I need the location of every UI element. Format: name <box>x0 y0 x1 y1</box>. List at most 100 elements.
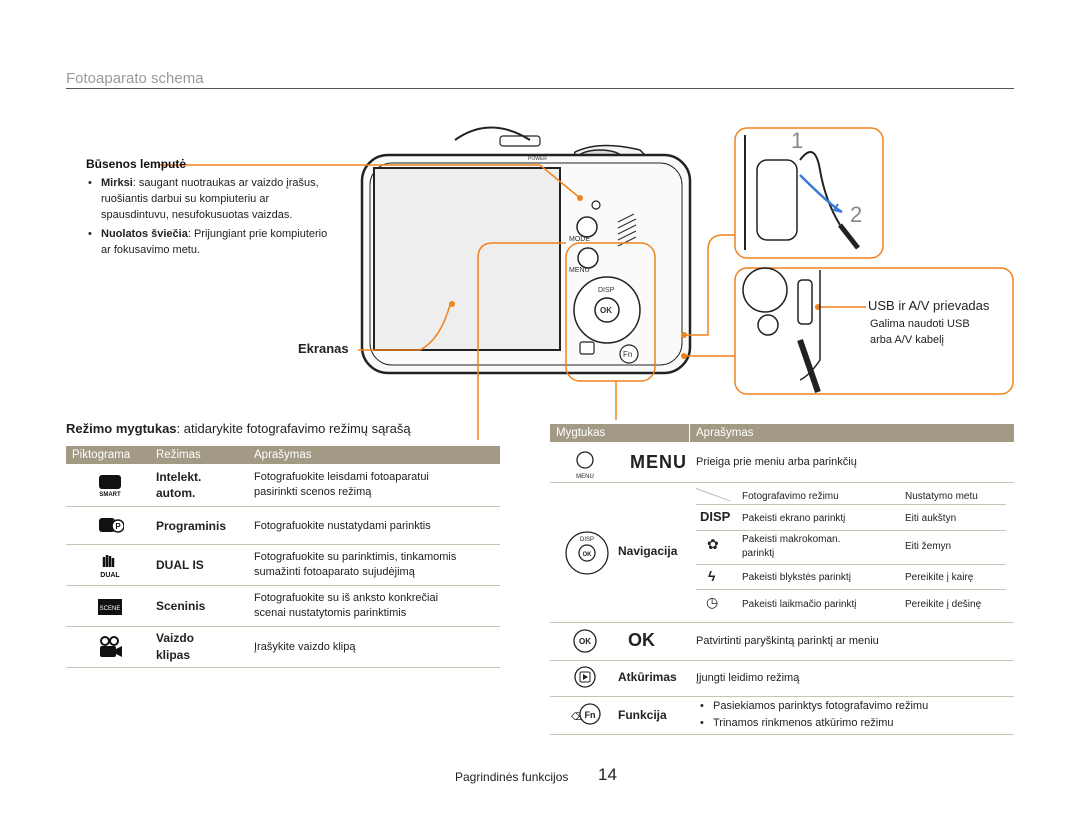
playback-row: Atkūrimas Įjungti leidimo režimą <box>550 660 1014 697</box>
nav-shooting: Pakeisti laikmačio parinktį <box>742 599 857 610</box>
mode-button-caption: Režimo mygtukas: atidarykite fotografavi… <box>66 421 411 436</box>
nav-dial-icon: DISP OK <box>564 530 610 576</box>
nav-settings: Eiti žemyn <box>905 541 952 552</box>
playback-button-shape <box>579 341 595 355</box>
usb-text-2: arba A/V kabelį <box>870 334 944 346</box>
sub-header-shooting: Fotografavimo režimu <box>742 491 839 502</box>
list-item: Pasiekiamos parinktys fotografavimo reži… <box>700 699 1010 714</box>
ok-text: OK <box>600 306 612 315</box>
menu-text: MENU <box>569 267 590 274</box>
ok-label: OK <box>628 630 655 650</box>
mode-desc: Įrašykite vaizdo klipą <box>254 641 356 653</box>
status-lamp-shape <box>591 200 601 210</box>
table-row: DUAL DUAL IS Fotografuokite su parinktim… <box>66 545 500 586</box>
svg-text:P: P <box>115 522 121 531</box>
mode-text: MODE <box>569 236 590 243</box>
macro-icon: ✿ <box>707 536 719 552</box>
function-label: Funkcija <box>618 708 667 722</box>
disp-text: DISP <box>598 287 615 294</box>
fn-button-icon: ⌫Fn <box>568 701 602 729</box>
status-lamp-list: Mirksi: saugant nuotraukas ar vaizdo įra… <box>88 175 328 258</box>
svg-text:MENU: MENU <box>576 474 594 480</box>
nav-shooting: Pakeisti blykstės parinktį <box>742 572 851 583</box>
mode-name: Intelekt. <box>156 470 202 484</box>
page-title: Fotoaparato schema <box>66 70 204 87</box>
menu-desc: Prieiga prie meniu arba parinkčių <box>696 456 857 468</box>
nav-settings: Eiti aukštyn <box>905 513 957 524</box>
fn-text: Fn <box>623 350 632 359</box>
strap-zoom-box <box>734 127 884 259</box>
mode-desc: Fotografuokite su parinktimis, tinkamomi… <box>254 551 457 563</box>
header-icon: Piktograma <box>72 449 131 461</box>
mode-desc: Fotografuokite nustatydami parinktis <box>254 520 431 532</box>
timer-icon: ◷ <box>706 594 719 610</box>
camera-diagram: 1 2 MODE MENU DISP OK Fn POWER <box>159 126 1014 440</box>
svg-text:OK: OK <box>583 552 593 558</box>
ok-button-shape <box>594 297 620 323</box>
menu-button-icon: MENU <box>570 450 600 480</box>
strap-callout <box>684 234 735 336</box>
mode-callout <box>477 242 566 440</box>
mode-name: Sceninis <box>156 599 206 613</box>
header-desc: Aprašymas <box>254 449 312 461</box>
svg-text:Fn: Fn <box>585 710 596 720</box>
status-lamp-item: Nuolatos šviečia: Prijungiant prie kompi… <box>88 226 328 258</box>
usb-zoom-box <box>734 267 1014 395</box>
nav-shooting: Pakeisti ekrano parinktį <box>742 513 846 524</box>
mode-name: Programinis <box>156 519 227 533</box>
mode-name: autom. <box>156 486 196 500</box>
title-divider <box>66 88 1014 89</box>
modes-table-header: Piktograma Režimas Aprašymas <box>66 446 500 464</box>
table-row: SCENE Sceninis Fotografuokite su iš anks… <box>66 586 500 627</box>
mode-desc: sumažinti fotoaparato sujudėjimą <box>254 566 415 578</box>
mode-name: DUAL IS <box>156 558 204 572</box>
mode-desc: pasirinkti scenos režimą <box>254 486 372 498</box>
buttons-table-header: Mygtukas Aprašymas <box>550 424 1014 442</box>
nav-shooting: parinktį <box>742 548 775 559</box>
table-row: P Programinis Fotografuokite nustatydami… <box>66 507 500 545</box>
ok-desc: Patvirtinti paryškintą parinktį ar meniu <box>696 635 879 647</box>
menu-row: MENU MENU Prieiga prie meniu arba parink… <box>550 442 1014 483</box>
function-list: Pasiekiamos parinktys fotografavimo reži… <box>700 699 1010 731</box>
smart-auto-icon: SMART <box>96 472 124 498</box>
header-desc: Aprašymas <box>696 427 754 439</box>
nav-settings: Pereikite į kairę <box>905 572 974 583</box>
svg-text:SMART: SMART <box>99 492 121 498</box>
screen-label: Ekranas <box>298 341 349 356</box>
menu-label: MENU <box>630 452 687 472</box>
nav-settings: Pereikite į dešinę <box>905 599 982 610</box>
play-icon <box>574 666 596 688</box>
mode-name: Vaizdo <box>156 631 195 645</box>
mode-desc: scenai nustatytomis parinktimis <box>254 607 407 619</box>
mode-button-shape <box>576 216 598 238</box>
speaker-grille <box>617 213 637 247</box>
header-button: Mygtukas <box>556 427 606 439</box>
fn-button-shape <box>619 344 639 364</box>
svg-text:DUAL: DUAL <box>100 572 120 579</box>
buttons-highlight <box>565 242 656 382</box>
screen-callout <box>358 304 451 351</box>
function-row: ⌫Fn Funkcija Pasiekiamos parinktys fotog… <box>550 696 1014 735</box>
svg-text:DISP: DISP <box>580 537 594 543</box>
strap-step-2: 2 <box>850 202 862 227</box>
power-text: POWER <box>528 156 547 162</box>
page-number: 14 <box>598 765 617 784</box>
program-icon: P <box>96 513 124 539</box>
scene-icon: SCENE <box>96 594 124 620</box>
menu-button-shape <box>577 247 599 269</box>
playback-desc: Įjungti leidimo režimą <box>696 672 800 684</box>
table-row: Vaizdo klipas Įrašykite vaizdo klipą <box>66 627 500 668</box>
usb-text-1: Galima naudoti USB <box>870 318 970 330</box>
footer-section: Pagrindinės funkcijos <box>455 770 569 784</box>
modes-table: SMART Intelekt. autom. Fotografuokite le… <box>66 466 500 668</box>
mode-desc: Fotografuokite leisdami fotoaparatui <box>254 471 429 483</box>
mode-name: klipas <box>156 648 191 662</box>
playback-label: Atkūrimas <box>618 670 677 684</box>
lamp-callout <box>159 164 581 199</box>
movie-icon <box>96 634 124 660</box>
strap-step-1: 1 <box>791 128 803 153</box>
navigation-label: Navigacija <box>618 544 678 558</box>
svg-text:⌫: ⌫ <box>571 712 585 723</box>
list-item: Trinamos rinkmenos atkūrimo režimu <box>700 716 1010 731</box>
